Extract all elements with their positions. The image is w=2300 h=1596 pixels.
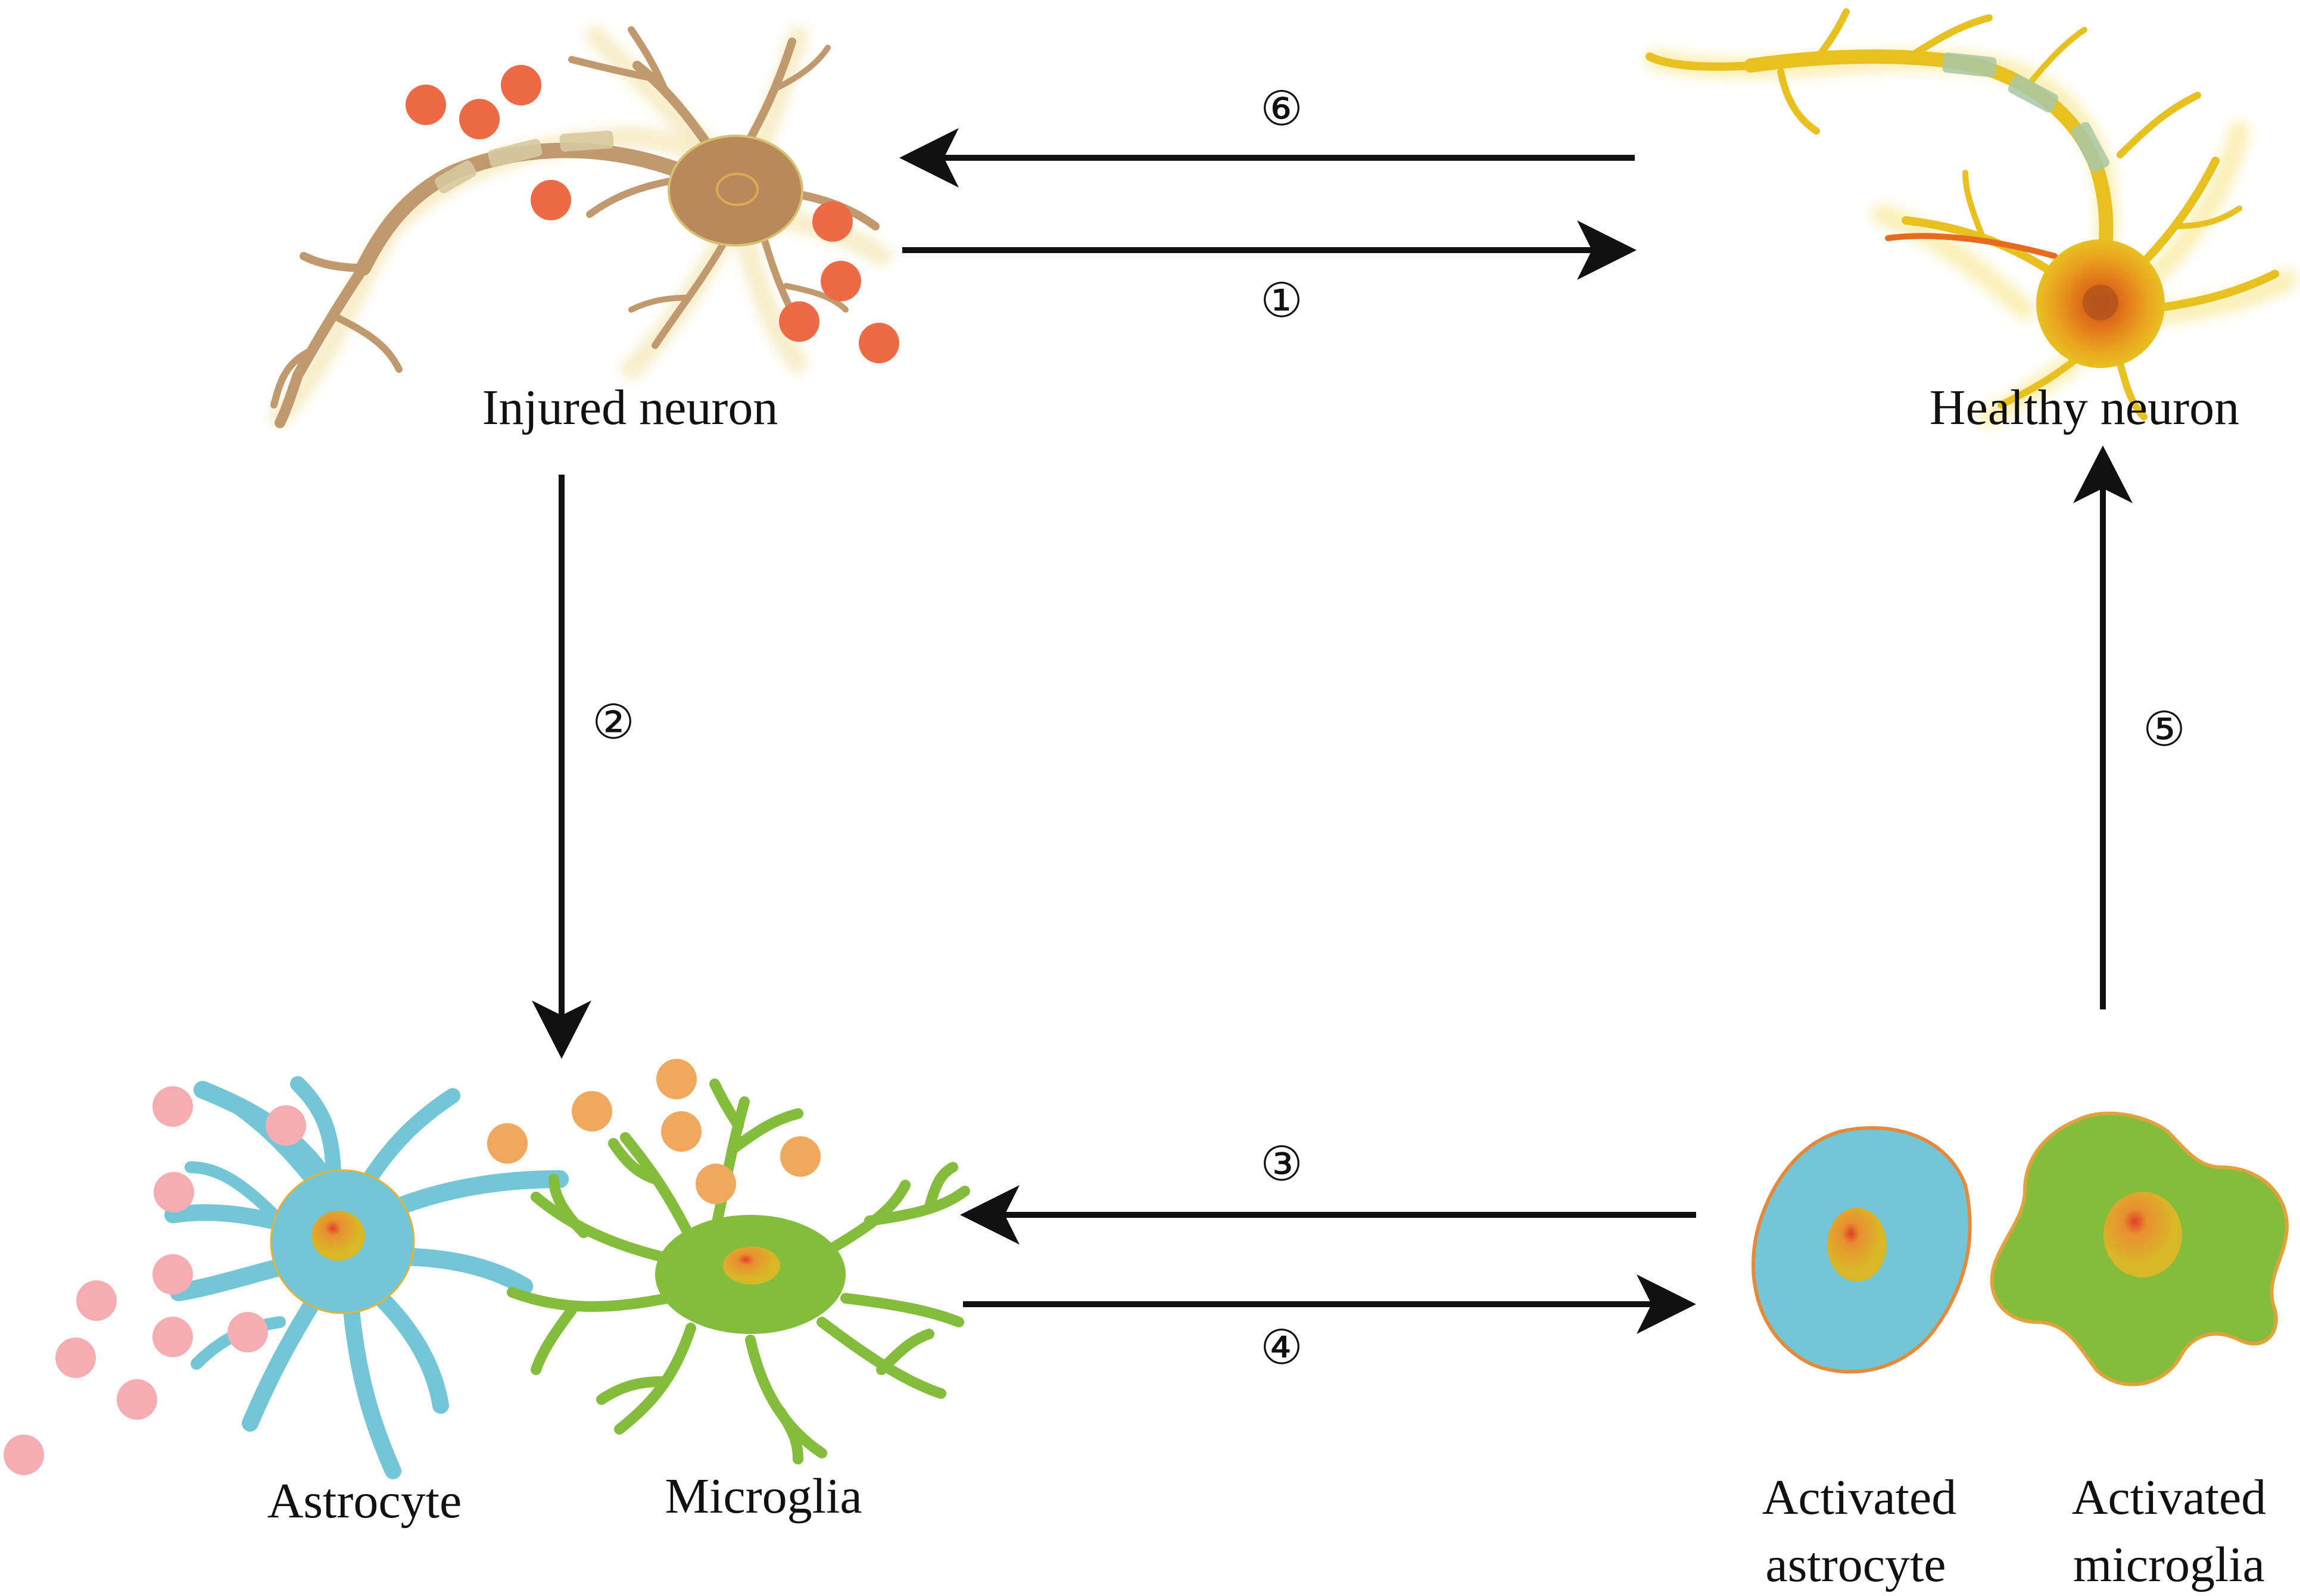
arrow-step-4 <box>963 1274 1696 1334</box>
healthy-neuron-orange-branch <box>1885 233 2058 259</box>
pink-particle <box>266 1105 306 1146</box>
activated-microglia-label-line2: microglia <box>2073 1537 2265 1592</box>
arrow-step-3 <box>960 1185 1696 1245</box>
orange-particles <box>487 1059 821 1204</box>
step-3-label: ③ <box>1260 1139 1303 1191</box>
arrow-step-1 <box>902 220 1637 280</box>
pink-particle <box>227 1312 268 1352</box>
step-6-label: ⑥ <box>1260 83 1303 136</box>
pink-particle <box>76 1280 117 1321</box>
activated-astrocyte-label-line1: Activated <box>1762 1470 1957 1525</box>
injured-neuron-glow <box>270 26 892 427</box>
red-particle <box>821 261 861 301</box>
arrow-step-5 <box>2073 445 2133 1009</box>
red-particle <box>501 65 541 105</box>
microglia-label: Microglia <box>665 1469 862 1524</box>
red-particle <box>779 301 819 342</box>
pink-particle <box>152 1317 193 1357</box>
step-5-label: ⑤ <box>2143 704 2186 756</box>
injured-axon-tail <box>275 263 369 428</box>
step-1-label: ① <box>1260 275 1303 328</box>
red-particle <box>459 99 500 139</box>
red-particles <box>406 65 899 363</box>
activated-astrocyte <box>1752 1126 1972 1374</box>
healthy-neuron <box>1645 8 2298 428</box>
red-particle <box>812 201 853 242</box>
red-particle <box>859 323 899 363</box>
arrows <box>532 128 2133 1334</box>
microglia-nucleus <box>723 1246 780 1285</box>
injured-neuron-soma <box>668 135 803 247</box>
pink-particle <box>152 1086 193 1127</box>
pink-particle <box>152 1254 193 1295</box>
injured-neuron-label: Injured neuron <box>482 380 778 435</box>
step-4-label: ④ <box>1260 1322 1303 1374</box>
arrow-step-6 <box>899 128 1635 188</box>
orange-particle <box>487 1123 528 1164</box>
activated-astrocyte-label-line2: astrocyte <box>1765 1537 1946 1592</box>
arrow-step-2 <box>532 475 591 1059</box>
astrocyte-label: Astrocyte <box>267 1473 462 1529</box>
activated-microglia-nucleus <box>2103 1192 2182 1277</box>
pink-particle <box>154 1172 194 1212</box>
orange-particle <box>661 1111 702 1152</box>
pink-particle <box>4 1435 44 1475</box>
red-particle <box>531 180 571 220</box>
pink-particle <box>55 1338 96 1378</box>
orange-particle <box>572 1091 612 1131</box>
astrocyte <box>4 1076 569 1479</box>
activated-microglia <box>1990 1111 2289 1386</box>
injured-neuron-myelin <box>435 130 614 194</box>
orange-particle <box>656 1059 697 1099</box>
microglia <box>487 1059 970 1464</box>
pink-particle <box>117 1379 157 1420</box>
microglia-processes <box>507 1078 970 1464</box>
healthy-neuron-myelin <box>1942 52 2109 173</box>
astrocyte-nucleus <box>311 1211 365 1261</box>
orange-particle <box>780 1136 821 1177</box>
activated-astrocyte-nucleus <box>1827 1208 1887 1282</box>
injured-axon <box>356 142 693 276</box>
orange-particle <box>696 1164 736 1204</box>
healthy-neuron-label: Healthy neuron <box>1930 380 2239 435</box>
step-2-label: ② <box>592 697 635 749</box>
injured-neuron <box>270 26 899 428</box>
healthy-neuron-nucleus <box>2083 285 2118 320</box>
activated-microglia-label-line1: Activated <box>2072 1470 2267 1525</box>
injured-neuron-nucleus <box>716 173 759 206</box>
red-particle <box>406 85 446 125</box>
pink-particles <box>4 1086 306 1475</box>
